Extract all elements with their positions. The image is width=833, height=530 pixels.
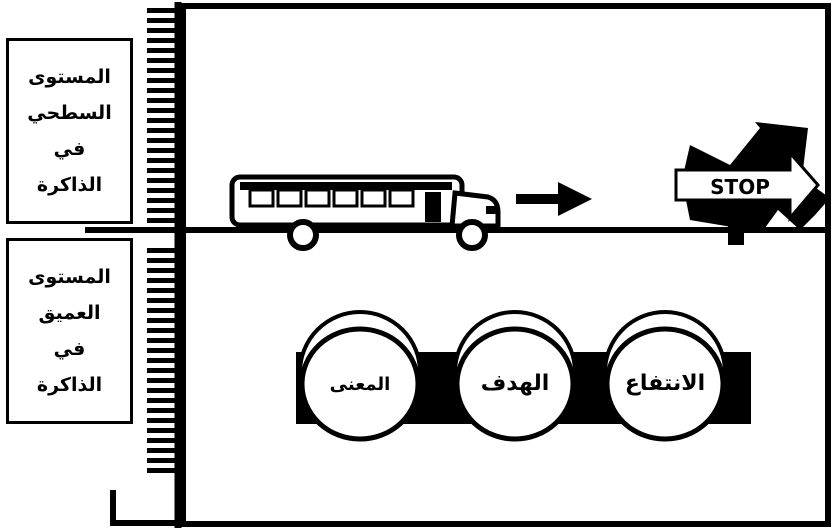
bus-icon bbox=[229, 174, 501, 251]
ladder bbox=[110, 2, 182, 528]
concept-circle: المعنى bbox=[298, 310, 422, 442]
surface-line-4: الذاكرة bbox=[36, 174, 103, 196]
circle-label: المعنى bbox=[330, 374, 391, 395]
concept-circle: الانتفاع bbox=[603, 310, 727, 442]
circles-band: المعنى الهدف الانتفاع bbox=[296, 310, 751, 442]
concept-circle: الهدف bbox=[453, 310, 577, 442]
surface-level-box: المستوى السطحي في الذاكرة bbox=[6, 38, 133, 224]
surface-line-1: المستوى bbox=[28, 66, 111, 88]
direction-arrow-icon bbox=[516, 182, 592, 216]
deep-line-1: المستوى bbox=[28, 266, 111, 288]
deep-line-3: في bbox=[53, 338, 86, 360]
circle-label: الانتفاع bbox=[625, 371, 705, 396]
surface-line-3: في bbox=[53, 138, 86, 160]
deep-line-4: الذاكرة bbox=[36, 374, 103, 396]
stop-sign-icon: STOP bbox=[674, 122, 830, 245]
deep-level-box: المستوى العميق في الذاكرة bbox=[6, 238, 133, 424]
stop-text: STOP bbox=[710, 175, 770, 199]
surface-line-2: السطحي bbox=[27, 102, 112, 124]
main-frame bbox=[180, 3, 831, 527]
circle-label: الهدف bbox=[481, 371, 550, 396]
deep-line-2: العميق bbox=[38, 302, 101, 324]
